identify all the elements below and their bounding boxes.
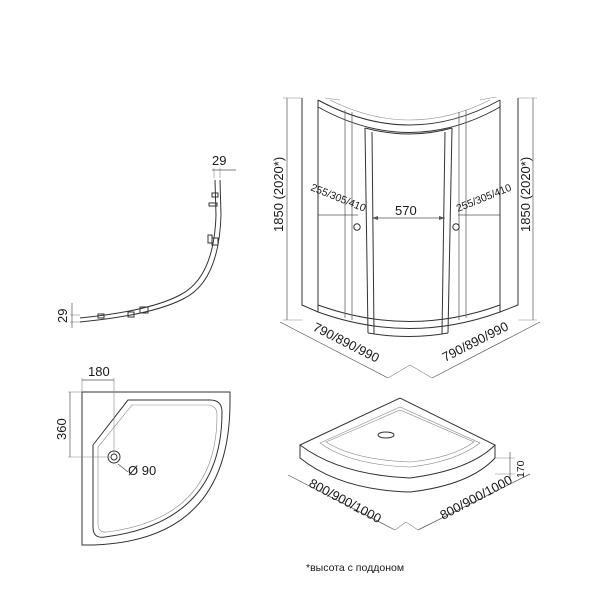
door-left-edge — [364, 127, 369, 334]
top-bar-outer — [317, 99, 501, 126]
profile-curve-inner — [79, 179, 222, 323]
enclosure-height-right: 1850 (2020*) — [518, 157, 533, 232]
opening-right-label: 255/305/410 — [455, 182, 514, 215]
tray-plan-view — [68, 378, 231, 546]
enclosure-view — [279, 96, 541, 379]
dim-360: 360 — [54, 418, 69, 440]
door-top — [364, 127, 453, 135]
profile-fitting — [211, 192, 219, 198]
handle-left — [353, 223, 361, 231]
profile-fitting — [97, 313, 105, 319]
tray-iso-view — [287, 397, 531, 531]
profile-fitting — [207, 234, 213, 244]
right-frame — [499, 98, 519, 313]
door-width-label: 570 — [395, 203, 417, 218]
top-bar-inner — [317, 106, 501, 133]
top-view-profile — [70, 168, 236, 328]
tray-height-label: 170 — [515, 460, 527, 478]
tray-rim — [92, 399, 223, 538]
profile-fitting — [208, 202, 218, 207]
enclosure-height-left: 1850 (2020*) — [271, 157, 286, 232]
dim-29-side: 29 — [55, 309, 70, 323]
dim-29-top: 29 — [212, 153, 226, 168]
tray-iso-drain — [377, 431, 395, 439]
drain-diameter-label: Ø 90 — [128, 463, 156, 478]
tray-iso-top — [299, 397, 496, 479]
profile-curve-outer — [79, 179, 217, 319]
footnote: *высота с поддоном — [306, 562, 404, 574]
bottom-bar-outer — [317, 311, 501, 329]
profile-fitting — [139, 306, 149, 314]
profile-fitting — [127, 311, 135, 318]
dim-180: 180 — [88, 364, 110, 379]
tray-base-right: 800/900/1000 — [437, 472, 514, 523]
tray-base-left: 800/900/1000 — [307, 475, 384, 526]
door-right-edge — [447, 127, 453, 334]
enclosure-base-left: 790/890/990 — [311, 319, 382, 365]
left-frame — [301, 98, 319, 313]
tray-outer — [81, 391, 231, 546]
tray-inner-rim — [97, 404, 218, 533]
handle-right — [452, 223, 460, 231]
bottom-bar-inner — [317, 304, 501, 322]
